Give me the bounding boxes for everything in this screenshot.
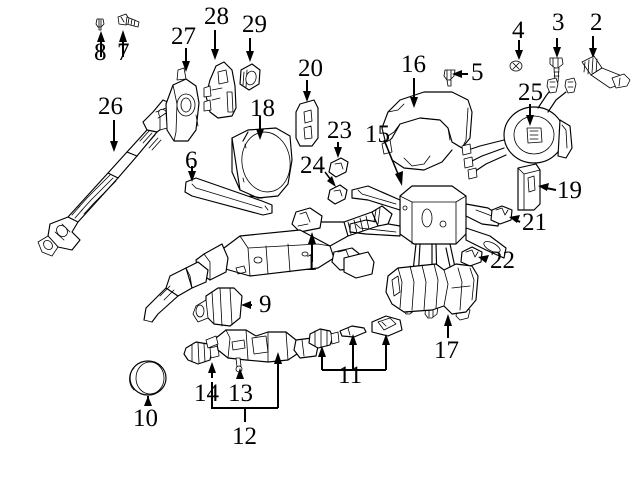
part-25-clockspring-coil (461, 77, 577, 180)
part-6-column-strap-bracket (184, 177, 273, 216)
callout-label-29: 29 (242, 11, 267, 38)
leader-20 (303, 80, 311, 102)
leader-14 (208, 362, 216, 378)
leader-15 (383, 139, 403, 186)
part-26-intermediate-shaft (37, 99, 176, 257)
callout-label-15: 15 (365, 121, 390, 148)
part-16-upper-shroud-cover (381, 91, 473, 171)
part-12-tilt-lever-assembly (183, 329, 319, 373)
leader-22 (478, 255, 489, 263)
leader-16 (410, 78, 418, 108)
part-2-long-bolt (581, 55, 631, 89)
bracket-11 (322, 360, 386, 371)
leader-11-a (318, 346, 326, 370)
leader-18 (256, 116, 264, 140)
leader-5 (452, 70, 468, 78)
part-4-small-nut (509, 60, 523, 72)
callout-label-23: 23 (327, 117, 352, 144)
leader-7 (119, 30, 127, 57)
callout-label-8: 8 (94, 39, 107, 66)
part-18-column-seal-boot (231, 127, 293, 199)
leader-11-c (382, 334, 390, 370)
leader-1 (308, 232, 316, 262)
part-21-wire-clip-upper (490, 205, 513, 225)
leader-26 (110, 120, 118, 152)
leader-17 (444, 314, 452, 338)
leader-28 (211, 30, 219, 60)
bracket-12 (211, 382, 278, 422)
part-23-grommet-clip-upper (328, 157, 349, 178)
leader-21 (509, 215, 521, 223)
part-20-mounting-bracket (295, 99, 319, 147)
part-1-steering-column-assembly (143, 205, 393, 323)
callout-label-28: 28 (204, 3, 229, 30)
leader-27 (182, 48, 190, 72)
callout-label-16: 16 (401, 51, 426, 78)
callout-label-9: 9 (259, 291, 272, 318)
leader-4 (515, 40, 523, 60)
part-28-lock-cylinder-bracket (203, 61, 237, 119)
part-24-grommet-clip-lower (327, 184, 348, 205)
callout-label-24: 24 (300, 152, 325, 179)
leader-2 (589, 36, 597, 58)
part-9-column-boot-seal (192, 287, 243, 327)
callout-label-12: 12 (232, 423, 257, 450)
part-27-ignition-lock-housing (159, 67, 200, 142)
callout-label-7: 7 (117, 39, 130, 66)
callout-label-17: 17 (434, 337, 459, 364)
part-3-stud-bolt (549, 57, 564, 83)
part-10-round-end-cap (129, 360, 167, 396)
callout-label-11: 11 (338, 362, 363, 389)
callout-label-25: 25 (518, 79, 543, 106)
part-19-access-cover-plate (517, 163, 541, 211)
leader-12-right-riser (274, 352, 282, 408)
part-17-lower-shroud-cover (385, 263, 479, 315)
callout-label-6: 6 (185, 147, 198, 174)
leader-6 (188, 166, 196, 182)
part-22-wire-clip-lower (460, 246, 483, 267)
callout-label-20: 20 (298, 55, 323, 82)
callout-label-2: 2 (590, 9, 603, 36)
part-5-push-pin-clip (443, 69, 456, 87)
leader-19 (538, 183, 557, 191)
leader-3 (553, 38, 561, 58)
leader-13 (236, 368, 244, 379)
leader-8 (97, 31, 105, 57)
leader-29 (246, 38, 254, 62)
callout-label-21: 21 (522, 209, 547, 236)
leader-10 (144, 396, 152, 406)
callout-label-18: 18 (250, 95, 275, 122)
leader-24 (324, 171, 336, 187)
callout-label-22: 22 (490, 247, 515, 274)
callout-label-4: 4 (512, 17, 525, 44)
part-11-small-hardware-set (308, 315, 403, 349)
part-8-retaining-nut (95, 18, 105, 31)
leader-23 (334, 142, 342, 158)
callout-label-5: 5 (471, 59, 484, 86)
callout-label-27: 27 (171, 23, 196, 50)
leader-25 (526, 104, 534, 126)
callout-label-1: 1 (305, 249, 318, 276)
callout-label-19: 19 (557, 177, 582, 204)
callout-label-3: 3 (552, 9, 565, 36)
part-7-tapping-screw (117, 13, 140, 28)
callout-label-10: 10 (133, 405, 158, 432)
callout-label-14: 14 (194, 380, 219, 407)
leader-9 (241, 301, 252, 309)
callout-label-13: 13 (228, 380, 253, 407)
callout-label-26: 26 (98, 93, 123, 120)
part-29-lock-cylinder (239, 63, 261, 91)
